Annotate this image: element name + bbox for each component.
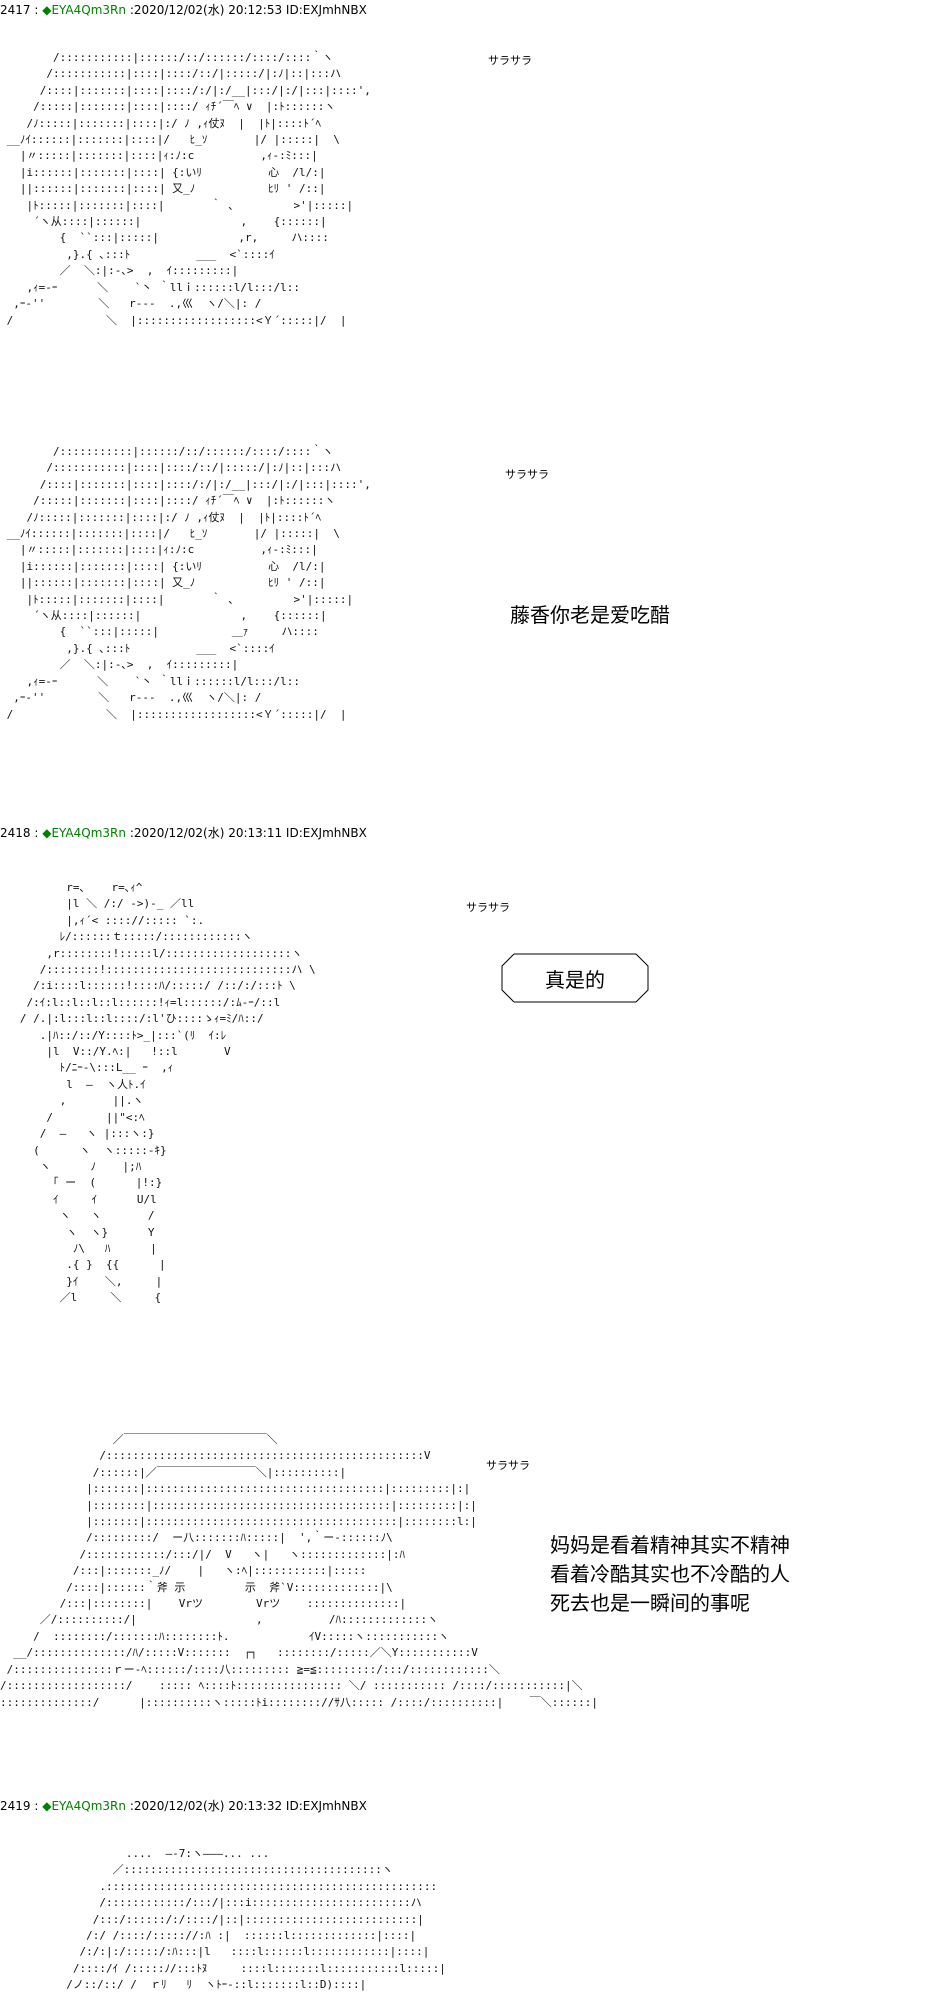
poster-name-link[interactable]: EYA4Qm3Rn bbox=[51, 1799, 126, 1813]
sound-effect-text: サラサラ bbox=[488, 54, 532, 67]
dialogue-text: 妈妈是看着精神其实不精神 看着冷酷其实也不冷酷的人 死去也是一瞬间的事呢 bbox=[550, 1533, 790, 1615]
poster-name-link[interactable]: EYA4Qm3Rn bbox=[51, 3, 126, 17]
post-header-2417: 2417 : ◆EYA4Qm3Rn :2020/12/02(水) 20:12:5… bbox=[0, 3, 367, 17]
ascii-art-panel: .... ―-7:ヽ―――... ... ／::::::::::::::::::… bbox=[66, 1847, 446, 1992]
ascii-art-panel: /:::::::::::|::::::/::/::::::/::::/::::｀… bbox=[6, 51, 371, 327]
trip-diamond-icon: ◆ bbox=[42, 1799, 52, 1813]
speech-bubble-outline bbox=[501, 953, 649, 1003]
post-header-2419: 2419 : ◆EYA4Qm3Rn :2020/12/02(水) 20:13:3… bbox=[0, 1799, 367, 1813]
ascii-art-panel: ／￣￣￣￣￣￣￣￣￣￣￣￣￣＼ /:::::::::::::::::::::::… bbox=[0, 1433, 599, 1709]
speech-bubble: 真是的 bbox=[500, 952, 650, 1004]
sound-effect-text: サラサラ bbox=[466, 901, 510, 914]
ascii-art-panel: r=､ r=､ｨ^ |l ＼ /:/ ->)-_ ／ll |,ｨ´< ::::/… bbox=[19, 881, 316, 1305]
post-date-id: :2020/12/02(水) 20:12:53 ID:EXJmhNBX bbox=[126, 3, 367, 17]
post-date-id: :2020/12/02(水) 20:13:32 ID:EXJmhNBX bbox=[126, 1799, 367, 1813]
ascii-art-panel: /:::::::::::|::::::/::/::::::/::::/::::｀… bbox=[6, 445, 371, 721]
post-number: 2419 bbox=[0, 1799, 31, 1813]
sound-effect-text: サラサラ bbox=[486, 1459, 530, 1472]
sound-effect-text: サラサラ bbox=[505, 468, 549, 481]
trip-diamond-icon: ◆ bbox=[42, 3, 52, 17]
dialogue-text: 藤香你老是爱吃醋 bbox=[510, 603, 670, 627]
post-header-2418: 2418 : ◆EYA4Qm3Rn :2020/12/02(水) 20:13:1… bbox=[0, 826, 367, 840]
post-number: 2417 bbox=[0, 3, 31, 17]
post-number: 2418 bbox=[0, 826, 31, 840]
poster-name-link[interactable]: EYA4Qm3Rn bbox=[51, 826, 126, 840]
bubble-text: 真是的 bbox=[545, 968, 605, 992]
post-date-id: :2020/12/02(水) 20:13:11 ID:EXJmhNBX bbox=[126, 826, 367, 840]
trip-diamond-icon: ◆ bbox=[42, 826, 52, 840]
